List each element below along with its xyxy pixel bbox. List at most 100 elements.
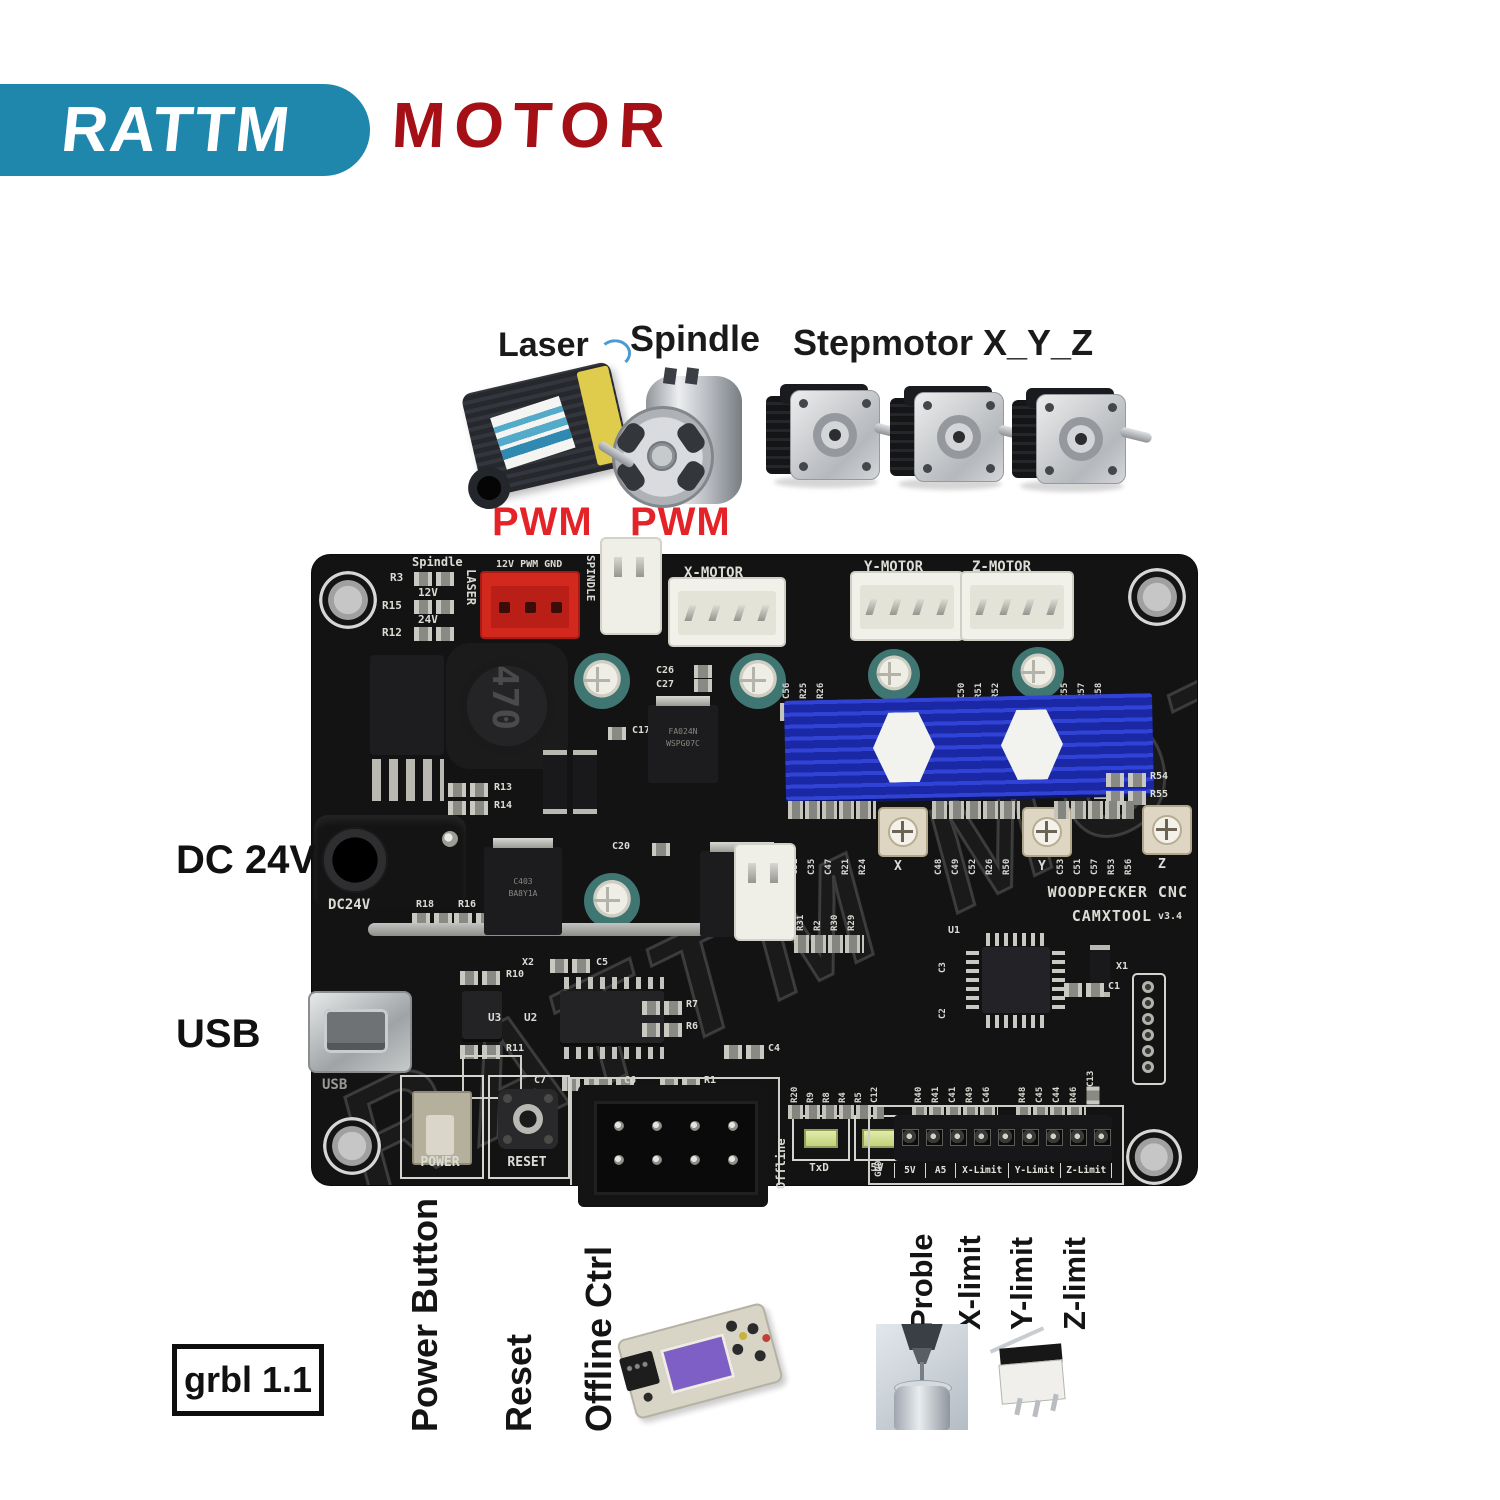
silk-c2: C2 xyxy=(938,1008,948,1019)
silk-r13: R13 xyxy=(494,782,513,793)
cap-c27 xyxy=(694,679,712,692)
silk-5v-led: 5V xyxy=(870,1161,884,1174)
stepper-screw-hole xyxy=(1045,466,1054,475)
chip-pins xyxy=(564,1047,664,1059)
pwm-laser-label: PWM xyxy=(492,500,593,544)
silk-ref: R24 xyxy=(858,858,868,875)
silk-c26: C26 xyxy=(656,665,675,676)
y-motor-connector xyxy=(850,571,964,641)
offline-controller-photo xyxy=(612,1294,785,1440)
stepper-shaft-hole xyxy=(1075,433,1087,445)
reset-corner-pin xyxy=(503,1094,512,1103)
callout-probe: Proble xyxy=(904,1233,939,1330)
pwm-spindle-label: PWM xyxy=(630,500,731,544)
header-pin xyxy=(950,1129,967,1146)
mcu-pins xyxy=(986,1015,1048,1028)
capacitor xyxy=(730,653,786,709)
spindle-connector xyxy=(600,537,662,635)
silk-ref: C55 xyxy=(1060,682,1070,699)
silk-a5-pin: A5 xyxy=(924,1163,956,1178)
trimpot-y xyxy=(1022,807,1072,857)
mosfet-marking: FA024N xyxy=(668,727,698,736)
silk-c20: C20 xyxy=(612,841,631,852)
idc-pin xyxy=(614,1121,624,1131)
mosfet-marking: WSPG07C xyxy=(666,739,700,748)
cap-c20 xyxy=(652,843,670,856)
header-pin xyxy=(998,1129,1015,1146)
idc-pin xyxy=(652,1121,662,1131)
silk-ref: R58 xyxy=(1094,682,1104,699)
stepper-screw-hole xyxy=(1108,403,1117,412)
silk-ref: R31 xyxy=(796,914,806,931)
header-pin xyxy=(1142,1045,1154,1057)
silk-ref: R48 xyxy=(1018,1086,1028,1103)
smd-cluster xyxy=(1054,801,1134,819)
offline-controller-screen xyxy=(659,1332,736,1395)
connector-pin xyxy=(748,863,756,883)
power-inductor: 470 xyxy=(446,643,568,769)
stepper-screw-hole xyxy=(862,399,871,408)
resistor-r15 xyxy=(414,600,454,614)
capacitor xyxy=(1012,647,1064,699)
limit-header-labels: 5V A5 X-Limit Y-Limit Z-Limit xyxy=(894,1163,1112,1178)
silk-r16: R16 xyxy=(458,899,477,910)
silk-x1: X1 xyxy=(1116,961,1129,972)
cap-c17-part xyxy=(608,727,626,740)
silk-c1: C1 xyxy=(1108,981,1121,992)
trimpot-z xyxy=(1142,805,1192,855)
silk-12v: 12V xyxy=(418,586,438,599)
offline-controller-body xyxy=(615,1301,785,1421)
resistor-r12 xyxy=(414,627,454,641)
silk-y-limit-pin: Y-Limit xyxy=(1007,1163,1061,1178)
chip-u3 xyxy=(462,991,502,1039)
silk-c13: C13 xyxy=(1086,1070,1096,1087)
cap-c4 xyxy=(724,1045,764,1059)
silk-board-name: WOODPECKER CNC xyxy=(1047,883,1188,901)
idc-pin xyxy=(614,1155,624,1165)
cap-c1 xyxy=(1064,983,1104,997)
smd-cluster xyxy=(794,935,864,953)
laser-connector-cavity xyxy=(491,586,569,628)
silk-ref: R41 xyxy=(931,1086,941,1103)
inductor-value: 470 xyxy=(484,665,525,731)
silk-u3: U3 xyxy=(488,1011,502,1024)
capacitor xyxy=(868,649,920,701)
offline-controller-led xyxy=(761,1333,772,1343)
silk-c27: C27 xyxy=(656,679,675,690)
silk-ref: R25 xyxy=(799,682,809,699)
stepper-screw-hole xyxy=(986,401,995,410)
callout-reset: Reset xyxy=(498,1333,539,1432)
header-pin xyxy=(974,1129,991,1146)
logo-background: RATTM xyxy=(0,84,370,176)
silk-ref: R2 xyxy=(813,920,823,931)
silk-ref: C56 xyxy=(782,682,792,699)
callout-y-limit: Y-limit xyxy=(1004,1236,1039,1330)
silk-r7: R7 xyxy=(686,999,699,1010)
legend-spindle: Spindle xyxy=(630,318,761,359)
mcu-pins xyxy=(1052,951,1065,1009)
silk-ref: R8 xyxy=(822,1092,832,1103)
resistor-r13 xyxy=(448,783,488,797)
txd-led xyxy=(804,1128,838,1148)
connector-pin xyxy=(733,605,746,621)
power-switch-knob xyxy=(426,1115,454,1155)
silk-reset: RESET xyxy=(507,1155,547,1170)
stepper-motor-y-photo xyxy=(886,384,1031,490)
dc-jack-screw xyxy=(442,831,458,847)
stepper-screw-hole xyxy=(862,462,871,471)
silk-ref: R29 xyxy=(847,914,857,931)
mini-usb-port xyxy=(308,991,412,1073)
laser-connector-pin xyxy=(498,601,510,613)
silk-r10: R10 xyxy=(506,969,525,980)
stepper-motor-x-photo xyxy=(762,382,907,488)
silk-r11: R11 xyxy=(506,1043,525,1054)
silk-pot-y: Y xyxy=(1038,859,1046,874)
trimpot-x xyxy=(878,807,928,857)
silk-ref: R53 xyxy=(1107,858,1117,875)
header-pin xyxy=(1070,1129,1087,1146)
z-motor-pins xyxy=(970,585,1064,629)
y-motor-pins xyxy=(860,585,954,629)
silk-ref: R56 xyxy=(1124,858,1134,875)
offline-controller-connector xyxy=(618,1350,661,1392)
